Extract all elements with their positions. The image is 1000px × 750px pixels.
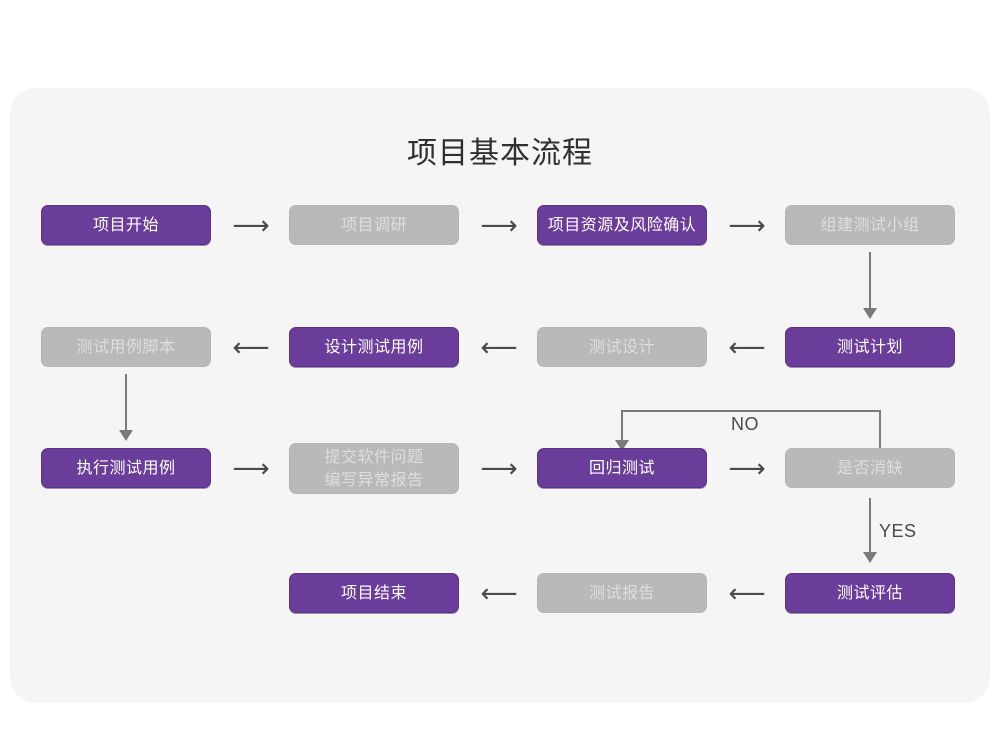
node-test-design[interactable]: 测试设计 [537, 327, 707, 367]
arrow-row1-3: ⟶ [728, 210, 766, 240]
page-title: 项目基本流程 [407, 137, 593, 170]
arrow-row3-1: ⟶ [232, 453, 270, 483]
node-design-test-case[interactable]: 设计测试用例 [289, 327, 459, 367]
connector-team-to-plan-arrowhead [863, 308, 877, 319]
connector-no-arrowhead [615, 440, 629, 451]
connector-script-to-execute-arrowhead [119, 430, 133, 441]
connector-yes-arrowhead [863, 552, 877, 563]
connector-no-right-vertical [879, 410, 881, 448]
node-project-research[interactable]: 项目调研 [289, 205, 459, 245]
arrow-row1-1: ⟶ [232, 210, 270, 240]
connector-no-horizontal [621, 410, 881, 412]
arrow-row2-3: ⟵ [728, 332, 766, 362]
arrow-row2-1: ⟵ [232, 332, 270, 362]
edge-label-no: NO [731, 414, 759, 434]
connector-script-to-execute-line [125, 374, 127, 434]
node-execute-test-case[interactable]: 执行测试用例 [41, 448, 211, 488]
node-defect-resolved[interactable]: 是否消缺 [785, 448, 955, 488]
arrow-row4-1: ⟵ [480, 578, 518, 608]
arrow-row3-2: ⟶ [480, 453, 518, 483]
node-test-evaluation[interactable]: 测试评估 [785, 573, 955, 613]
node-build-test-team[interactable]: 组建测试小组 [785, 205, 955, 245]
node-regression-test[interactable]: 回归测试 [537, 448, 707, 488]
node-test-case-script[interactable]: 测试用例脚本 [41, 327, 211, 367]
arrow-row3-3: ⟶ [728, 453, 766, 483]
node-project-end[interactable]: 项目结束 [289, 573, 459, 613]
node-resource-risk-confirm[interactable]: 项目资源及风险确认 [537, 205, 707, 245]
node-project-start[interactable]: 项目开始 [41, 205, 211, 245]
arrow-row4-2: ⟵ [728, 578, 766, 608]
edge-label-yes: YES [879, 521, 917, 541]
connector-team-to-plan-line [869, 252, 871, 312]
connector-no-left-vertical [621, 410, 623, 446]
node-submit-issue-report[interactable]: 提交软件问题 编写异常报告 [289, 443, 459, 494]
connector-yes-line [869, 498, 871, 556]
node-test-plan[interactable]: 测试计划 [785, 327, 955, 367]
arrow-row1-2: ⟶ [480, 210, 518, 240]
arrow-row2-2: ⟵ [480, 332, 518, 362]
node-test-report[interactable]: 测试报告 [537, 573, 707, 613]
